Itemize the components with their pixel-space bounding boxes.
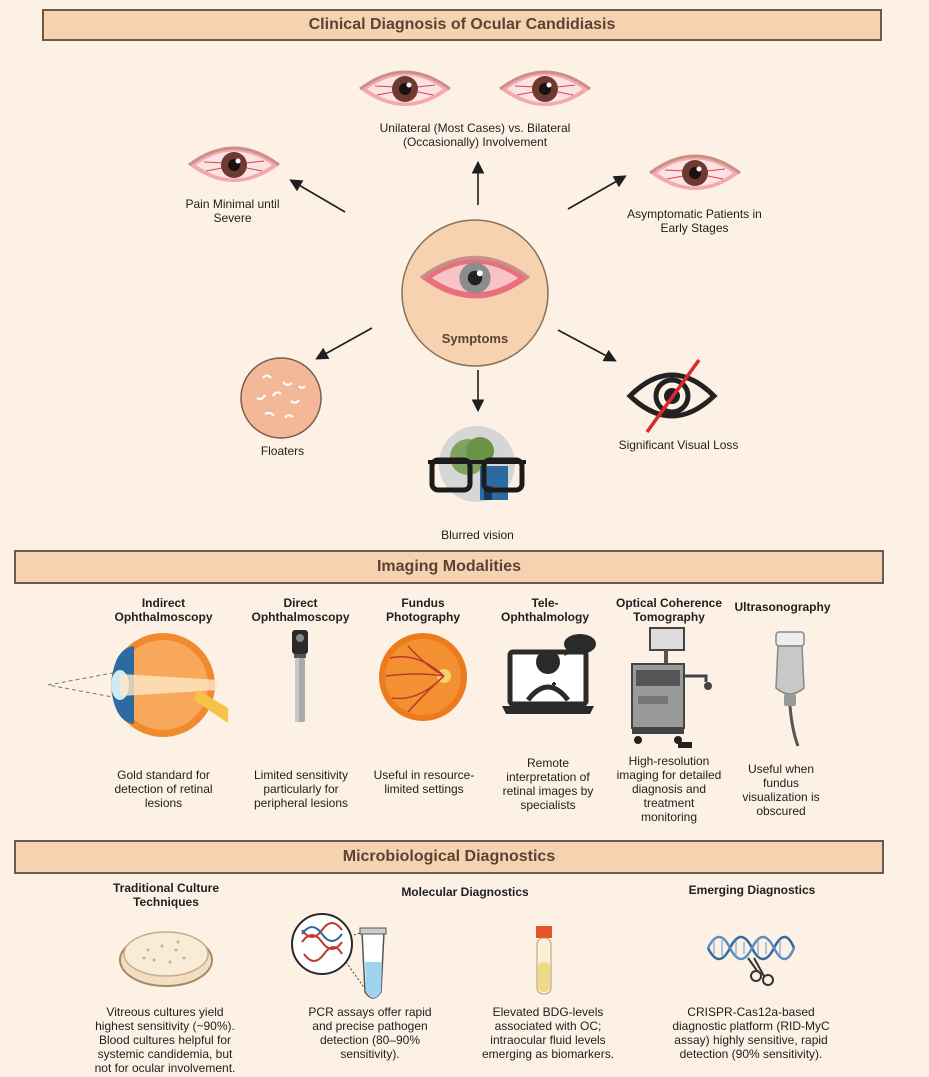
petri-dish-icon: [119, 931, 213, 987]
micro-section-banner: Microbiological Diagnostics: [14, 840, 884, 874]
floaters-icon: [240, 357, 322, 439]
clinical-section-title: Clinical Diagnosis of Ocular Candidiasis: [308, 16, 616, 33]
direct-ophthalmoscopy-title: Direct Ophthalmoscopy: [251, 596, 350, 624]
symptom-arrows: [289, 160, 627, 413]
traditional-culture-desc: Vitreous cultures yield highest sensitiv…: [94, 1005, 236, 1075]
crispr-dna-icon: [706, 935, 796, 986]
oct-title: Optical Coherence Tomography: [615, 596, 723, 624]
unilateral-label: Unilateral (Most Cases) vs. Bilateral (O…: [379, 121, 571, 149]
oct-machine-icon: [631, 627, 712, 748]
micro-section-title: Microbiological Diagnostics: [342, 848, 556, 865]
blurred-vision-label: Blurred vision: [441, 528, 514, 542]
ultrasonography-title: Ultrasonography: [734, 600, 831, 614]
visual-loss-label: Significant Visual Loss: [618, 438, 739, 452]
tele-ophthalmology-title: Tele-Ophthalmology: [501, 596, 589, 624]
direct-ophthalmoscopy-desc: Limited sensitivity particularly for per…: [253, 768, 349, 810]
indirect-ophthalmoscopy-desc: Gold standard for detection of retinal l…: [114, 768, 213, 810]
tele-ophthalmology-desc: Remote interpretation of retinal images …: [502, 756, 594, 812]
fundus-photo-icon: [379, 633, 467, 721]
imaging-section-banner: Imaging Modalities: [14, 550, 884, 584]
indirect-ophthalmoscopy-title: Indirect Ophthalmoscopy: [114, 596, 213, 624]
tele-ophthalmology-icon: [502, 634, 596, 714]
bdg-desc: Elevated BDG-levels associated with OC; …: [481, 1005, 615, 1061]
pain-label: Pain Minimal until Severe: [185, 197, 280, 225]
pcr-icon: [291, 913, 387, 999]
visual-loss-icon: [626, 358, 718, 434]
ultrasonography-desc: Useful when fundus visualization is obsc…: [742, 762, 820, 818]
molecular-diagnostics-title: Molecular Diagnostics: [401, 885, 529, 899]
fundus-photography-desc: Useful in resource-limited settings: [373, 768, 475, 796]
direct-ophthalmoscope-icon: [292, 630, 308, 722]
emerging-diagnostics-title: Emerging Diagnostics: [688, 883, 816, 897]
asymptomatic-label: Asymptomatic Patients in Early Stages: [627, 207, 762, 235]
eye-anatomy-icon: [47, 633, 228, 737]
ultrasound-probe-icon: [775, 631, 805, 747]
oct-desc: High-resolution imaging for detailed dia…: [616, 754, 722, 824]
clinical-section-banner: Clinical Diagnosis of Ocular Candidiasis: [42, 9, 882, 41]
emerging-desc: CRISPR-Cas12a-based diagnostic platform …: [672, 1005, 830, 1061]
traditional-culture-title: Traditional Culture Techniques: [112, 881, 219, 909]
symptoms-circle: [401, 219, 549, 367]
pcr-desc: PCR assays offer rapid and precise patho…: [308, 1005, 432, 1061]
floaters-label: Floaters: [260, 444, 305, 458]
symptoms-center-label: Symptoms: [441, 331, 509, 346]
bdg-tube-icon: [536, 926, 552, 995]
fundus-photography-title: Fundus Photography: [386, 596, 460, 624]
blurred-vision-icon: [428, 426, 526, 502]
imaging-section-title: Imaging Modalities: [376, 558, 521, 575]
